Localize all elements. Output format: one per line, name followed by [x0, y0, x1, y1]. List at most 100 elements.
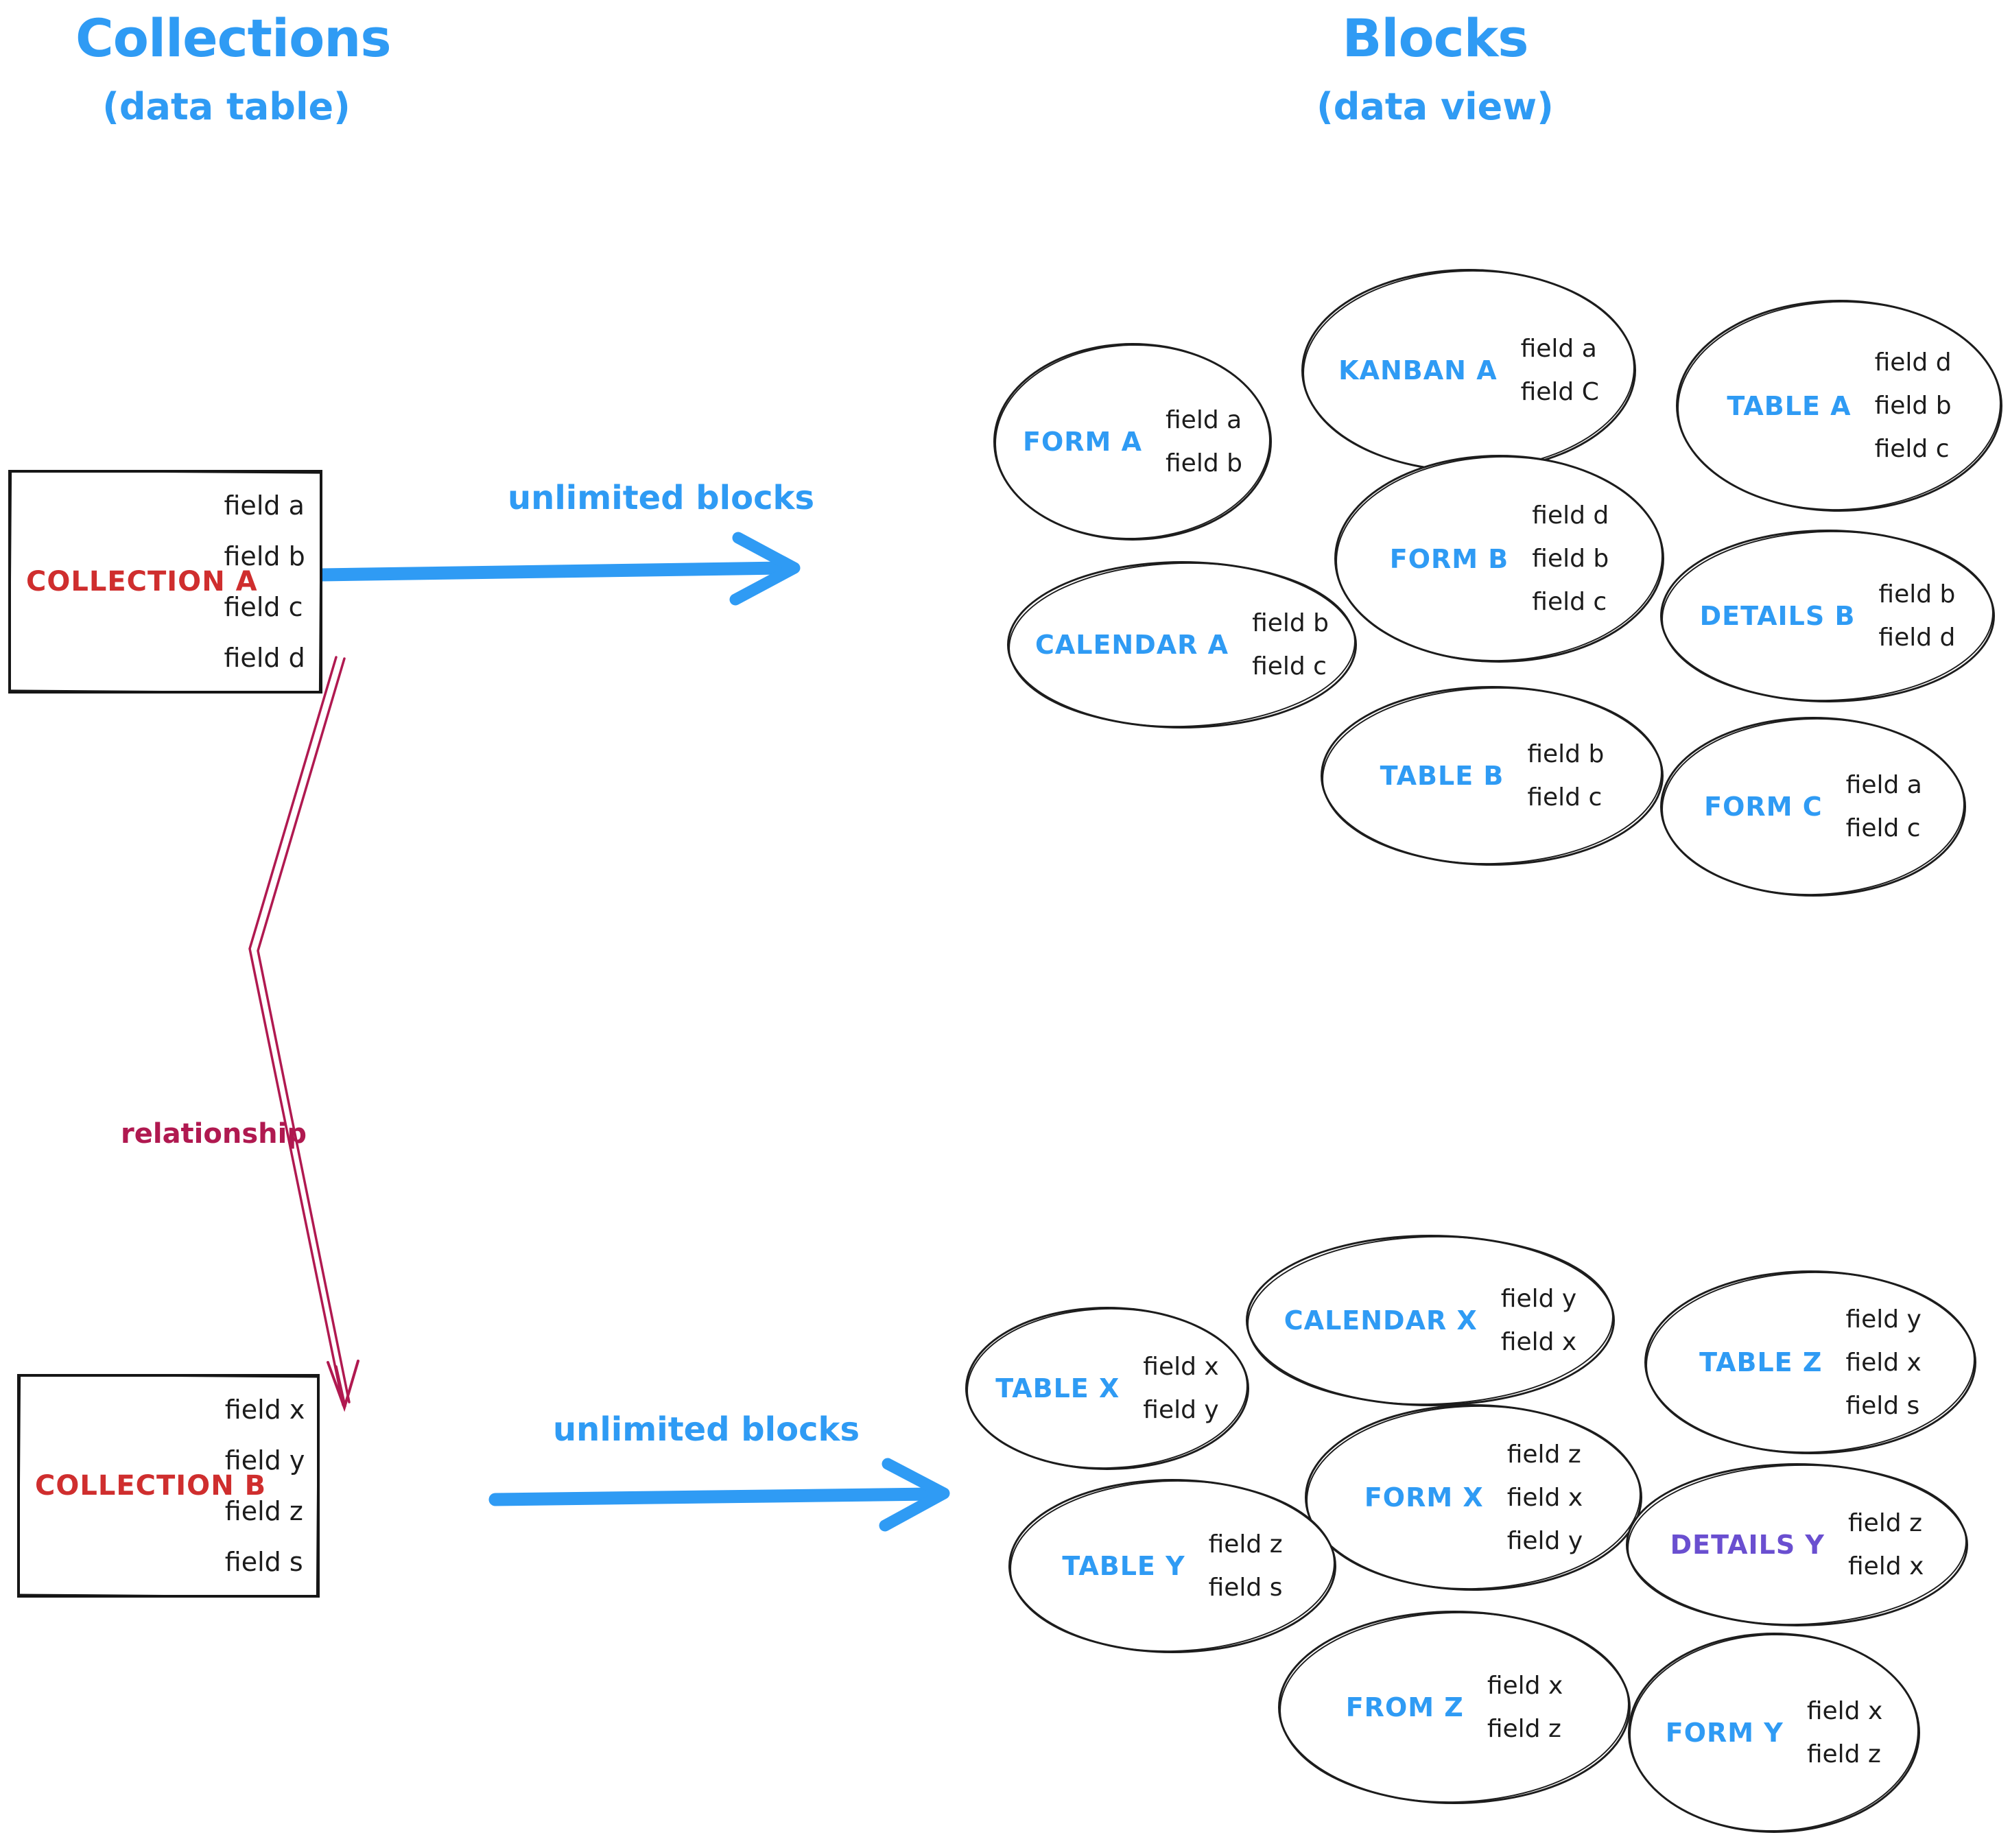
block-field: field b — [1878, 580, 1956, 608]
blocks-subtitle: (data view) — [1316, 84, 1554, 128]
block-table-y: TABLE Y field z field s — [1008, 1479, 1336, 1653]
block-field: field z — [1487, 1715, 1561, 1743]
collection-b-field: field y — [224, 1445, 305, 1476]
block-form-y: FORM Y field x field z — [1628, 1633, 1920, 1833]
block-field: field y — [1500, 1285, 1577, 1313]
block-calendar-a-label: CALENDAR A — [1034, 630, 1229, 660]
block-kanban-a-fields: field a field C — [1521, 335, 1599, 406]
collection-a-fields: field a field b field c field d — [224, 490, 305, 673]
block-field: field b — [1527, 740, 1605, 768]
block-details-y-label: DETAILS Y — [1670, 1530, 1825, 1560]
block-calendar-x-fields: field y field x — [1501, 1285, 1576, 1356]
block-field: field z — [1847, 1509, 1922, 1537]
block-table-x-fields: field x field y — [1143, 1353, 1218, 1424]
block-details-b-fields: field b field d — [1878, 580, 1955, 652]
unlimited-blocks-label-top: unlimited blocks — [508, 479, 815, 517]
block-field: field x — [1506, 1483, 1583, 1512]
block-field: field c — [1532, 588, 1607, 616]
block-table-a-fields: field d field b field c — [1875, 348, 1952, 463]
block-from-z: FROM Z field x field z — [1278, 1611, 1631, 1804]
block-form-a-fields: field a field b — [1166, 406, 1242, 477]
collection-a-field: field c — [224, 592, 303, 622]
collection-b-field: field z — [224, 1496, 303, 1526]
relationship-label: relationship — [121, 1118, 307, 1150]
block-field: field z — [1506, 1440, 1581, 1469]
collection-a-field: field d — [224, 643, 305, 673]
block-table-a-label: TABLE A — [1727, 390, 1852, 421]
unlimited-blocks-arrow-bottom — [488, 1458, 950, 1532]
block-field: field x — [1847, 1552, 1924, 1580]
collection-a-box: COLLECTION A field a field b field c fie… — [8, 470, 322, 694]
block-table-b-label: TABLE B — [1380, 761, 1504, 791]
block-calendar-x: CALENDAR X field y field x — [1246, 1235, 1615, 1406]
block-field: field x — [1487, 1672, 1563, 1700]
block-field: field a — [1520, 335, 1597, 363]
block-field: field b — [1532, 545, 1609, 573]
block-field: field s — [1208, 1574, 1283, 1602]
block-field: field b — [1874, 392, 1952, 420]
block-details-y-fields: field z field x — [1848, 1509, 1924, 1580]
relationship-arrow — [248, 656, 359, 1412]
block-form-b-label: FORM B — [1389, 543, 1509, 574]
collection-a-name: COLLECTION A — [26, 566, 258, 597]
block-field: field d — [1874, 348, 1952, 377]
block-field: field b — [1166, 449, 1242, 477]
block-field: field y — [1506, 1526, 1583, 1555]
block-field: field C — [1520, 378, 1599, 406]
block-form-x-label: FORM X — [1364, 1482, 1484, 1513]
block-form-y-label: FORM Y — [1665, 1718, 1784, 1748]
block-field: field y — [1143, 1396, 1219, 1424]
block-field: field d — [1878, 624, 1956, 652]
block-table-y-fields: field z field s — [1209, 1530, 1283, 1602]
block-field: field a — [1845, 771, 1922, 799]
block-calendar-a: CALENDAR A field b field c — [1007, 561, 1357, 728]
block-table-z-fields: field y field x field s — [1845, 1305, 1921, 1420]
block-details-b: DETAILS B field b field d — [1660, 530, 1995, 702]
block-field: field d — [1532, 501, 1609, 530]
block-field: field x — [1806, 1697, 1883, 1725]
collection-b-field: field x — [224, 1395, 305, 1425]
block-table-b: TABLE B field b field c — [1321, 686, 1664, 866]
block-form-x: FORM X field z field x field y — [1305, 1404, 1642, 1591]
block-table-z: TABLE Z field y field x field s — [1644, 1270, 1976, 1454]
block-form-b-fields: field d field b field c — [1532, 501, 1609, 616]
block-form-a-label: FORM A — [1023, 427, 1142, 457]
block-field: field c — [1845, 814, 1921, 842]
block-kanban-a-label: KANBAN A — [1338, 355, 1498, 386]
block-field: field z — [1806, 1740, 1881, 1768]
collections-title: Collections — [75, 8, 392, 69]
block-field: field b — [1252, 609, 1329, 637]
block-table-a: TABLE A field d field b field c — [1676, 300, 2002, 512]
block-kanban-a: KANBAN A field a field C — [1301, 269, 1636, 472]
block-table-y-label: TABLE Y — [1062, 1551, 1185, 1581]
block-form-c-fields: field a field c — [1846, 771, 1922, 842]
block-field: field x — [1143, 1353, 1219, 1381]
collection-a-field: field a — [224, 490, 305, 521]
block-field: field c — [1527, 783, 1603, 812]
block-form-a: FORM A field a field b — [993, 343, 1272, 541]
block-field: field s — [1845, 1391, 1920, 1420]
block-field: field x — [1500, 1328, 1577, 1356]
block-details-b-label: DETAILS B — [1699, 601, 1856, 631]
block-form-b: FORM B field d field b field c — [1334, 455, 1664, 663]
block-from-z-fields: field x field z — [1487, 1672, 1563, 1743]
block-field: field z — [1208, 1530, 1283, 1559]
block-details-y: DETAILS Y field z field x — [1626, 1463, 1968, 1626]
block-field: field c — [1252, 652, 1327, 680]
block-table-b-fields: field b field c — [1527, 740, 1604, 812]
block-form-c: FORM C field a field c — [1660, 717, 1966, 897]
block-field: field y — [1845, 1305, 1922, 1334]
collection-a-field: field b — [224, 541, 305, 571]
collection-b-field: field s — [224, 1547, 303, 1577]
collection-b-fields: field x field y field z field s — [225, 1395, 305, 1577]
block-form-c-label: FORM C — [1704, 792, 1823, 822]
block-table-x: TABLE X field x field y — [965, 1307, 1249, 1470]
collection-b-box: COLLECTION B field x field y field z fie… — [17, 1374, 320, 1598]
blocks-title: Blocks — [1342, 8, 1528, 69]
collections-heading: Collections (data table) — [75, 8, 392, 128]
collections-subtitle: (data table) — [102, 84, 351, 128]
block-form-y-fields: field x field z — [1807, 1697, 1882, 1768]
block-field: field c — [1874, 435, 1950, 463]
block-form-x-fields: field z field x field y — [1507, 1441, 1583, 1555]
